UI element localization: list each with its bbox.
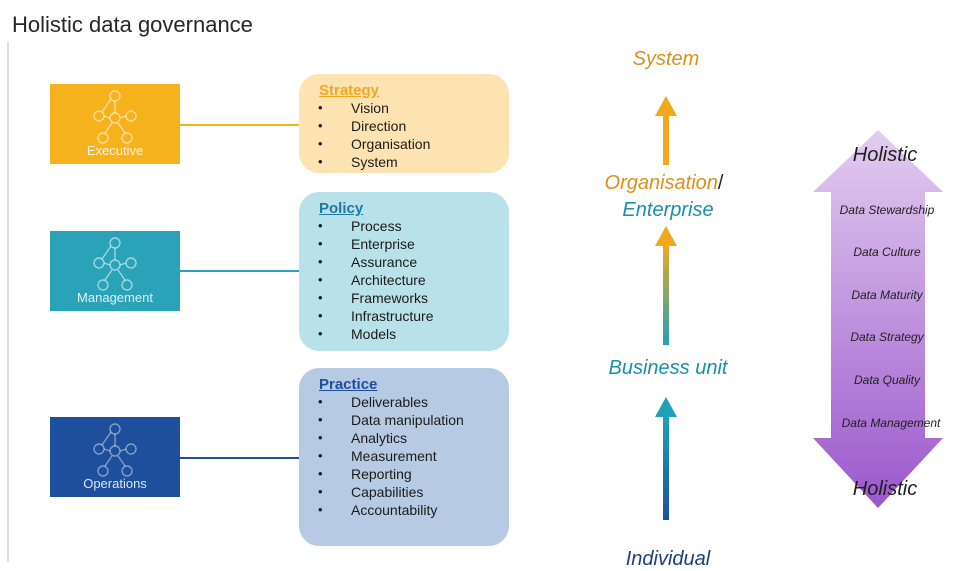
card-heading: Policy [319,200,364,217]
page-title: Holistic data governance [12,12,253,37]
holistic-top-label: Holistic [852,144,918,166]
list-item: Data manipulation [318,411,501,429]
scale-label-enterprise: Enterprise [622,199,714,221]
holistic-item: Data Maturity [851,288,923,302]
list-item: Organisation [318,135,501,153]
holistic-item: Data Strategy [850,330,924,344]
arrow-shaft [663,416,669,520]
holistic-bottom-label: Holistic [852,478,918,500]
list-item: Vision [318,99,501,117]
card-strategy: Strategy Vision Direction Organisation S… [299,74,509,173]
card-practice: Practice Deliverables Data manipulation … [299,368,509,546]
level-label: Management [77,290,153,305]
list-item: Models [318,325,501,343]
network-icon [93,237,137,291]
arrow-up-icon [655,397,677,417]
list-item: Reporting [318,465,501,483]
list-item: Assurance [318,253,501,271]
holistic-item: Data Quality [853,373,921,387]
level-operations: Operations [50,417,180,497]
list-item: Architecture [318,271,501,289]
level-management: Management [50,231,180,311]
left-divider [7,42,9,562]
scale-label-system: System [632,48,700,70]
card-heading: Strategy [319,82,380,99]
card-list: Vision Direction Organisation System [299,99,509,171]
list-item: Enterprise [318,235,501,253]
scale-label-individual: Individual [625,548,711,570]
card-policy: Policy Process Enterprise Assurance Arch… [299,192,509,351]
holistic-item: Data Management [841,416,941,430]
list-item: Measurement [318,447,501,465]
list-item: Infrastructure [318,307,501,325]
scale-label-organisation: Organisation/ [605,172,724,195]
level-label: Executive [86,143,144,158]
list-item: Deliverables [318,393,501,411]
arrow-shaft [663,245,669,345]
connector-management [180,270,299,272]
scale-label-business-unit: Business unit [608,357,728,379]
card-list: Process Enterprise Assurance Architectur… [299,217,509,343]
card-heading: Practice [319,376,378,393]
network-icon [93,423,137,477]
double-arrow-icon [813,130,943,508]
arrow-shaft [663,115,669,165]
organisation-text: Organisation [604,172,718,194]
level-label: Operations [83,476,147,491]
connector-executive [180,124,299,126]
holistic-item: Data Stewardship [839,203,935,217]
list-item: Direction [318,117,501,135]
list-item: Capabilities [318,483,501,501]
list-item: System [318,153,501,171]
holistic-item: Data Culture [853,245,921,259]
level-executive: Executive [50,84,180,164]
connector-operations [180,457,299,459]
slash-text: / [717,172,724,194]
list-item: Accountability [318,501,501,519]
card-list: Deliverables Data manipulation Analytics… [299,393,509,519]
list-item: Analytics [318,429,501,447]
list-item: Process [318,217,501,235]
arrow-up-icon [655,96,677,116]
network-icon [93,90,137,144]
list-item: Frameworks [318,289,501,307]
arrow-up-icon [655,226,677,246]
